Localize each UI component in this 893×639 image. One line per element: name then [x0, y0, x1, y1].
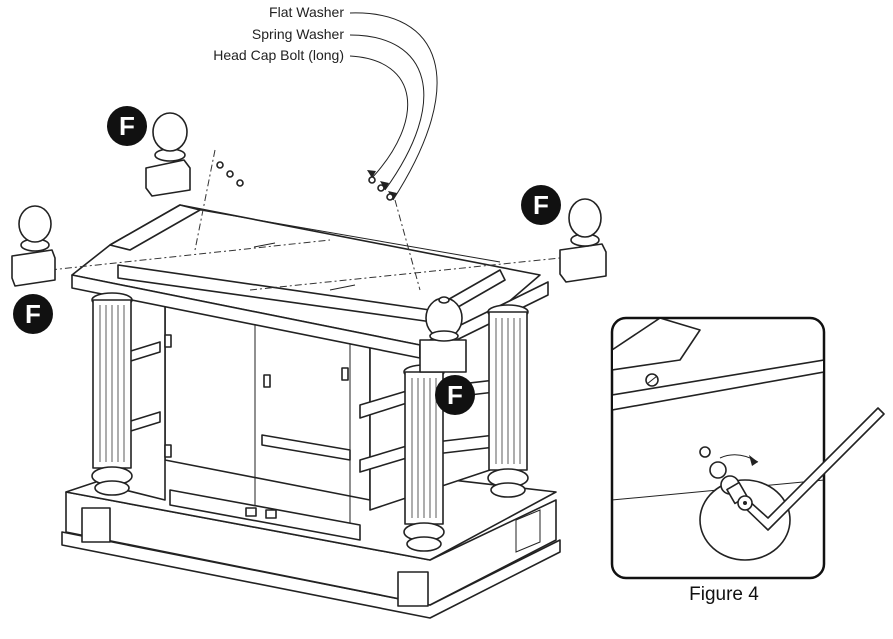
arrowhead [367, 170, 376, 178]
flat-washer-leader [349, 12, 438, 201]
base-panel-line [515, 509, 541, 553]
arrowhead [380, 181, 389, 190]
top-rail-edge [199, 209, 501, 263]
hinge [164, 444, 172, 458]
part-badge-label: F [119, 111, 135, 141]
alignment-line [49, 239, 331, 271]
part-badge-label: F [533, 190, 549, 220]
alignment-line [194, 149, 216, 251]
base-panel-left [81, 507, 111, 543]
head-cap-bolt-leader [349, 55, 409, 179]
bracket [265, 509, 277, 519]
corner-finial-installed [419, 296, 467, 373]
hinge [263, 374, 271, 388]
head-cap-bolt-label: Head Cap Bolt (long) [213, 47, 344, 63]
part-badge-label: F [447, 380, 463, 410]
finial-part-left [11, 205, 56, 287]
hinge [164, 334, 172, 348]
callout-group: Flat Washer Spring Washer Head Cap Bolt … [213, 4, 438, 201]
part-badge: F [435, 375, 475, 415]
finial-part-top-left [145, 112, 191, 197]
hinge [341, 367, 349, 381]
lower-shelf [169, 489, 361, 541]
center-shelf [261, 434, 351, 461]
part-badge: F [107, 106, 147, 146]
figure-caption: Figure 4 [689, 584, 759, 605]
cabinet-assembly [49, 149, 561, 619]
column-front-left [91, 292, 133, 496]
spring-washer-label: Spring Washer [252, 26, 344, 42]
alignment-line [249, 257, 561, 291]
alignment-line [394, 199, 421, 291]
bracket [245, 507, 257, 517]
part-badge: F [13, 294, 53, 334]
spring-washer-leader [349, 34, 425, 191]
part-badge: F [521, 185, 561, 225]
column-back-right [487, 304, 529, 498]
part-badge-label: F [25, 299, 41, 329]
bolt-hardware [216, 161, 394, 291]
base-panel-right [397, 571, 429, 607]
flat-washer-label: Flat Washer [269, 4, 344, 20]
detail-inset: Figure 4 [610, 316, 885, 605]
base-plinth [61, 531, 561, 619]
finial-part-right [559, 198, 607, 283]
